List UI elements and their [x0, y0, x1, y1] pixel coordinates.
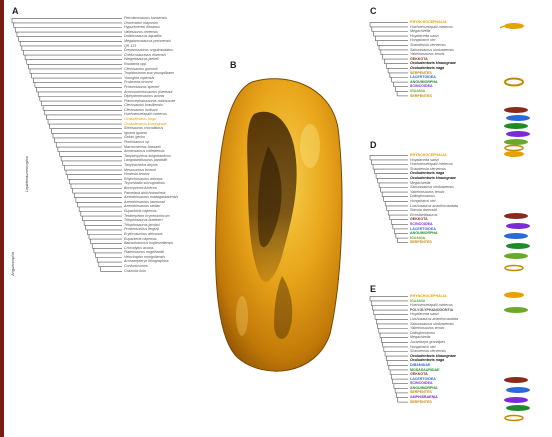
anguimorph-silhouette-icon [504, 123, 528, 129]
iguana-silhouette-icon [504, 307, 528, 313]
lizard-silhouette-icon [504, 151, 524, 157]
clade-label-anguimorpha: Anguimorpha [10, 252, 15, 276]
lizard-silhouette-icon [504, 292, 524, 298]
skink-silhouette-icon [504, 397, 528, 403]
iguana-silhouette-icon [504, 253, 528, 259]
anguimorph-silhouette-icon [506, 405, 530, 411]
gecko-silhouette-icon [504, 107, 528, 113]
taxon-label: SERPENTES [410, 94, 456, 99]
lacertoid-silhouette-icon [504, 233, 528, 239]
amber-specimen [212, 76, 345, 378]
taxon-label: SERPENTES [410, 400, 458, 405]
clade-label-lepidosauromorpha: Lepidosauromorpha [24, 156, 29, 192]
snake-silhouette-icon [505, 79, 523, 86]
anguimorph-silhouette-icon [506, 243, 530, 249]
panel-b-label: B [230, 60, 237, 70]
taxon-label: Megalancosaurus preonensis [124, 39, 178, 44]
skink-silhouette-icon [506, 131, 530, 137]
taxon-label: Oculudentavis khaungraae [410, 176, 458, 181]
iguana-silhouette-icon [504, 139, 528, 145]
silhouettes-c [500, 16, 550, 151]
left-edge-strip [0, 0, 4, 437]
panel-c-label: C [370, 6, 377, 16]
panel-d-label: D [370, 140, 377, 150]
taxon-label: Columba livia [124, 269, 178, 274]
panel-a-taxa-list: Petrolacosaurus kansensisOrovenator mayo… [124, 16, 178, 273]
taxon-label: Liushusaurus acanthocaudata [410, 317, 458, 322]
lacertoid-silhouette-icon [506, 387, 530, 393]
silhouettes-d [500, 148, 550, 283]
silhouettes-e [500, 290, 550, 430]
taxon-label: SERPENTES [410, 240, 458, 245]
panel-c-taxa-list: RHYNCHOCEPHALIAHuehuecuetzpalli mixtecus… [410, 20, 456, 98]
gecko-silhouette-icon [504, 213, 528, 219]
panel-a-tree [8, 14, 126, 420]
serpent-silhouette-icon [505, 266, 523, 271]
skink-silhouette-icon [506, 223, 530, 229]
lacertoid-silhouette-icon [506, 115, 530, 121]
taxon-label: Batrachotomus kupferzellensis [124, 241, 178, 246]
gecko-silhouette-icon [504, 377, 528, 383]
lizard-silhouette-icon [500, 23, 524, 29]
serpent-silhouette-icon [505, 416, 523, 421]
